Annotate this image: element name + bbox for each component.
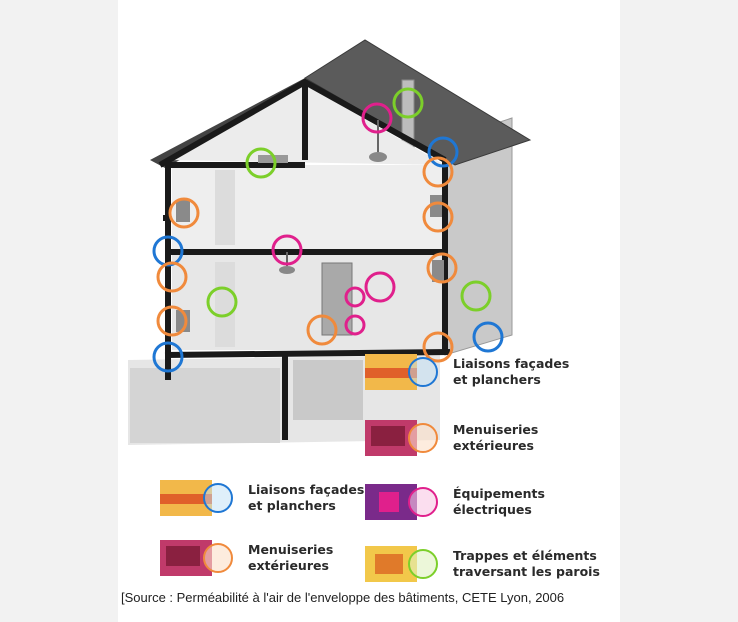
thermal-window-thumb [160,536,236,580]
legend-label: Menuiseries extérieures [248,542,334,573]
marker-green [460,280,492,312]
marker-blue [152,235,184,267]
marker-magenta [271,234,303,266]
marker-magenta [364,271,396,303]
source-caption: [Source : Perméabilité à l'air de l'enve… [121,590,565,605]
marker-green [392,87,424,119]
legend-item-window: Menuiseries extérieures [160,536,333,580]
legend-label: Liaisons façades et planchers [248,482,365,513]
legend-label: Liaisons façades et planchers [453,356,570,387]
legend-label: Menuiseries extérieures [453,422,539,453]
marker-orange [168,197,200,229]
marker-blue [427,136,459,168]
marker-orange [156,261,188,293]
legend-item-facade: Liaisons façades et planchers [160,476,364,520]
thermal-facade-floor-thumb [160,476,236,520]
marker-orange [422,331,454,363]
legend-label: Équipements électriques [453,486,545,517]
marker-blue [152,341,184,373]
legend-item-hatch: Trappes et éléments traversant les paroi… [365,542,600,586]
legend-label: Trappes et éléments traversant les paroi… [453,548,600,579]
marker-orange [156,305,188,337]
marker-magenta [344,286,366,308]
thermal-electrical-thumb [365,480,441,524]
marker-magenta [344,314,366,336]
marker-green [245,147,277,179]
legend-item-facade-overlay: Liaisons façades et planchers [365,350,569,394]
marker-magenta [361,102,393,134]
ceiling-lamp [279,120,387,274]
marker-orange [422,156,454,188]
legend-item-window-overlay: Menuiseries extérieures [365,416,538,460]
thermal-facade-floor-thumb [365,350,441,394]
marker-orange [426,252,458,284]
marker-orange [422,201,454,233]
legend-item-electrical: Équipements électriques [365,480,545,524]
marker-orange [306,314,338,346]
marker-blue [472,321,504,353]
marker-green [206,286,238,318]
thermal-hatch-thumb [365,542,441,586]
thermal-window-thumb [365,416,441,460]
